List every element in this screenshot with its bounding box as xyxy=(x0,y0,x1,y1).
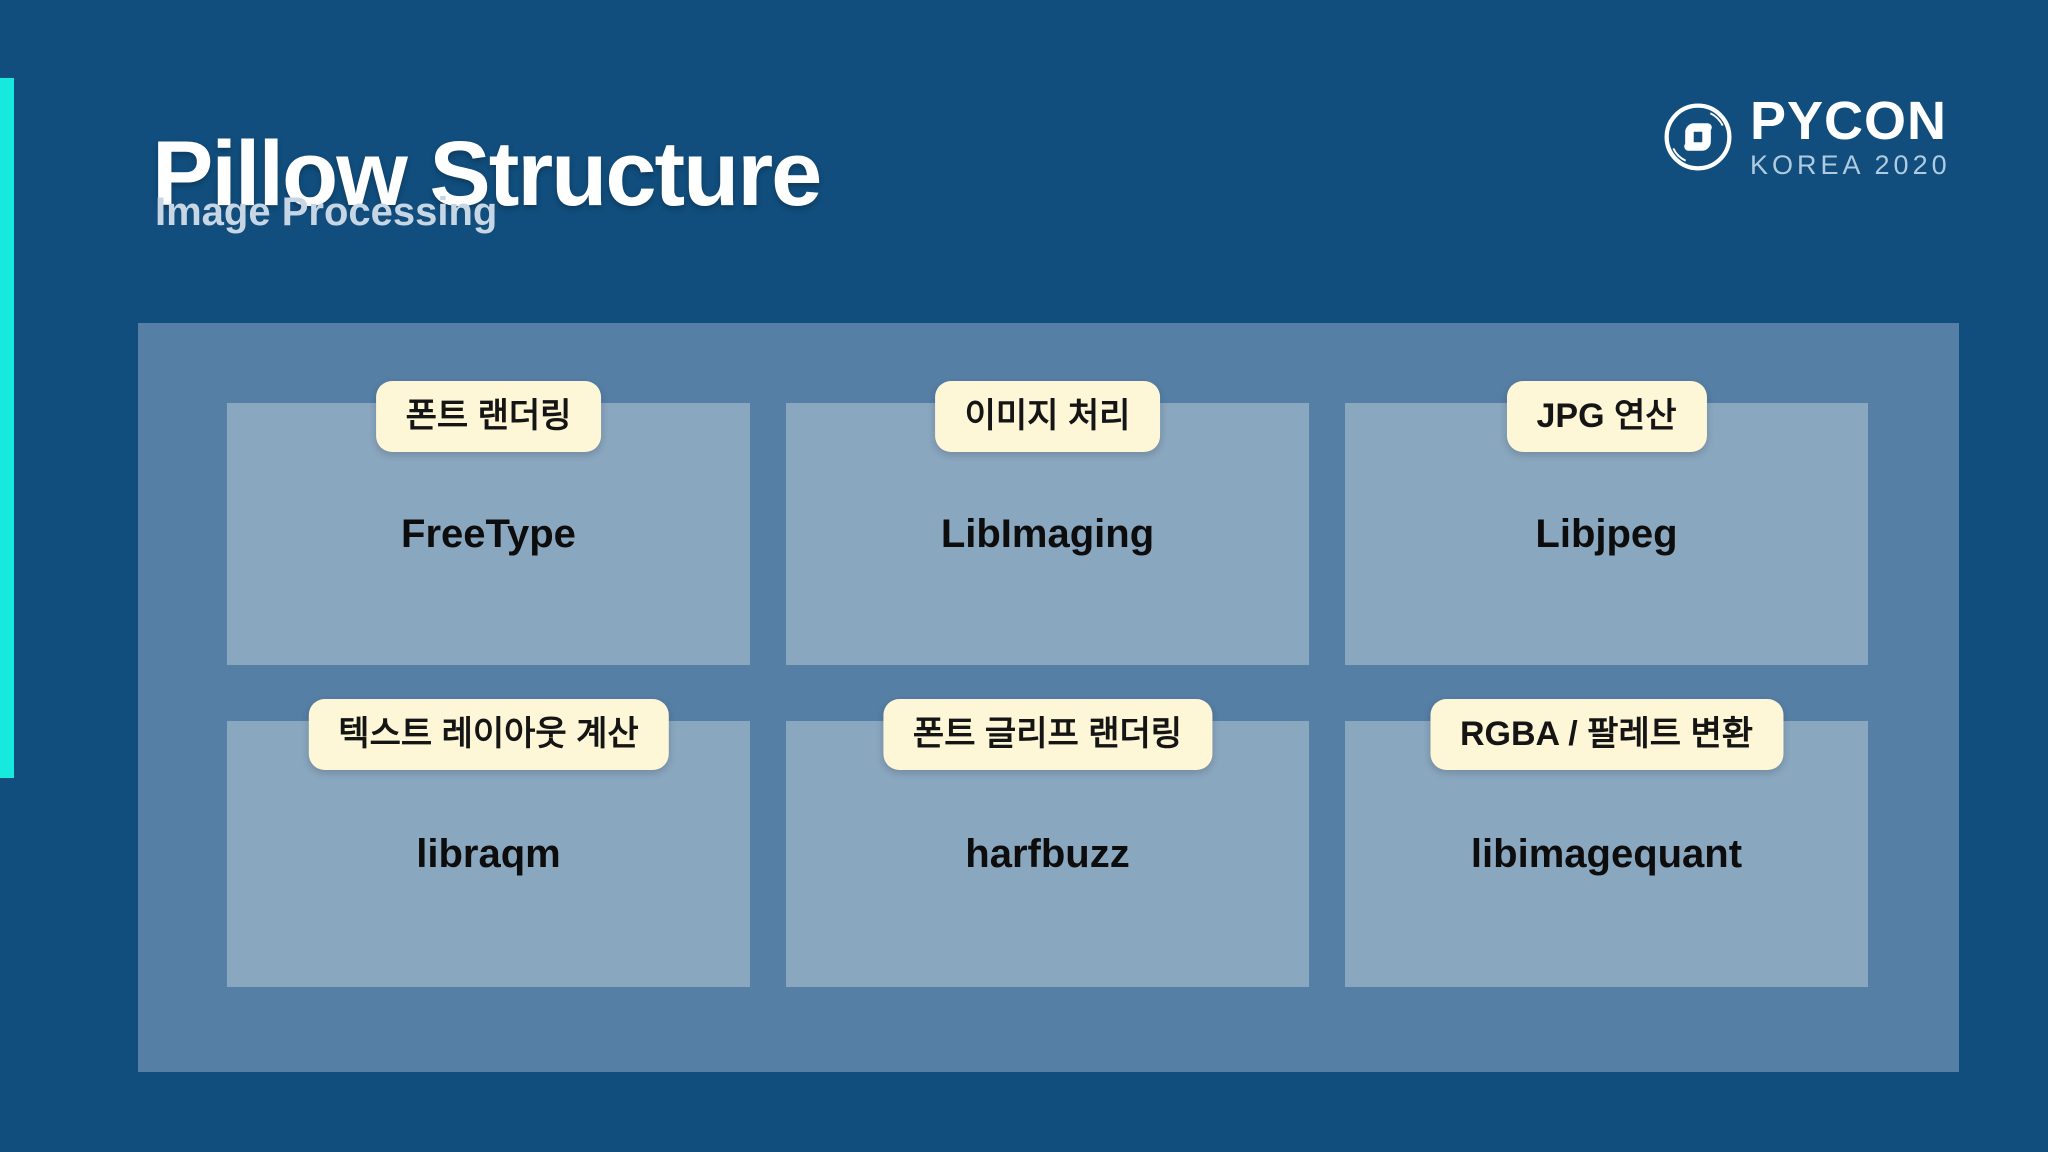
structure-panel: 폰트 랜더링 FreeType 이미지 처리 LibImaging JPG 연산… xyxy=(138,323,1959,1072)
cell-libraqm: 텍스트 레이아웃 계산 libraqm xyxy=(227,699,750,987)
accent-bar xyxy=(0,78,14,778)
pycon-logo-icon xyxy=(1660,99,1736,175)
library-name: libraqm xyxy=(416,832,561,876)
page-title: Pillow Structure xyxy=(152,122,822,225)
pycon-logo: PYCON KOREA 2020 xyxy=(1660,94,1951,179)
role-badge: 이미지 처리 xyxy=(934,381,1161,453)
cell-libjpeg: JPG 연산 Libjpeg xyxy=(1345,381,1868,665)
cell-libimaging: 이미지 처리 LibImaging xyxy=(786,381,1309,665)
library-name: libimagequant xyxy=(1470,832,1743,876)
cell-harfbuzz: 폰트 글리프 랜더링 harfbuzz xyxy=(786,699,1309,987)
cell-freetype: 폰트 랜더링 FreeType xyxy=(227,381,750,665)
role-badge: 폰트 글리프 랜더링 xyxy=(882,699,1213,771)
library-name: LibImaging xyxy=(940,512,1155,556)
role-badge: RGBA / 팔레트 변환 xyxy=(1429,699,1784,771)
library-name: harfbuzz xyxy=(965,832,1130,876)
library-name: Libjpeg xyxy=(1535,512,1678,556)
role-badge: 폰트 랜더링 xyxy=(375,381,602,453)
logo-name: PYCON xyxy=(1750,91,1948,151)
role-badge: JPG 연산 xyxy=(1506,381,1707,453)
logo-subtext: KOREA 2020 xyxy=(1750,150,1951,180)
library-name: FreeType xyxy=(401,512,576,556)
page-subtitle: Image Processing xyxy=(155,190,498,234)
cell-libimagequant: RGBA / 팔레트 변환 libimagequant xyxy=(1345,699,1868,987)
role-badge: 텍스트 레이아웃 계산 xyxy=(308,699,669,771)
